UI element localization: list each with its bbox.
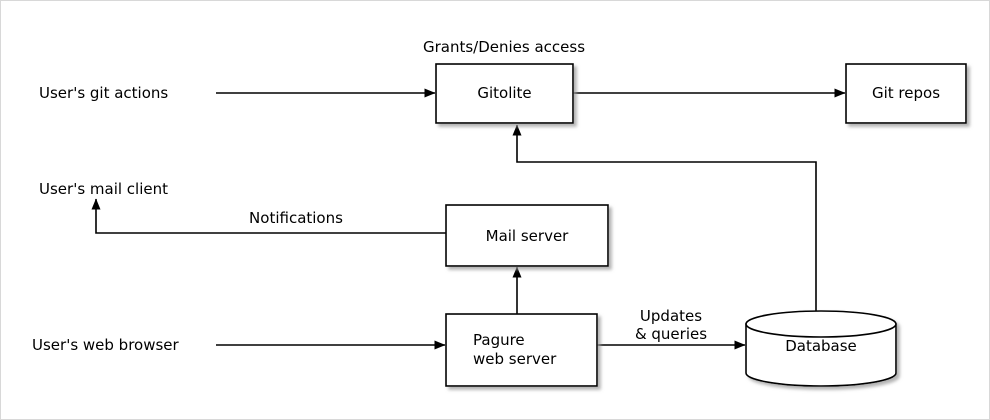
git-repos-label: Git repos [872,84,940,102]
label-users-web-browser: User's web browser [32,336,180,354]
git-repos-box-shape [845,63,967,124]
mail-server-label: Mail server [486,227,570,245]
gitolite-label: Gitolite [477,84,531,102]
node-git-repos[interactable]: Git repos [845,63,967,124]
label-updates-queries-line1: Updates [640,307,702,325]
pagure-web-server-label-line1: Pagure [473,331,525,349]
label-users-mail-client: User's mail client [39,180,168,198]
pagure-web-server-label-line2: web server [473,350,557,368]
mail-server-box-shape [445,204,609,267]
label-updates-queries-line2: & queries [635,325,707,343]
node-gitolite[interactable]: Gitolite [435,63,574,124]
database-cylinder-body [745,323,897,387]
edge-database-to-gitolite [512,124,817,313]
pagure-web-server-box-shape [445,313,598,387]
node-database[interactable]: Database [745,310,897,387]
database-cylinder-top [745,310,897,338]
gitolite-box-shape [435,63,574,124]
database-label: Database [785,337,857,355]
label-notifications: Notifications [249,209,343,227]
label-grants-denies-access: Grants/Denies access [423,38,585,56]
edge-mail-server-to-mail-client [91,198,446,234]
node-pagure-web-server[interactable]: Pagure web server [445,313,598,387]
node-mail-server[interactable]: Mail server [445,204,609,267]
label-users-git-actions: User's git actions [39,84,168,102]
